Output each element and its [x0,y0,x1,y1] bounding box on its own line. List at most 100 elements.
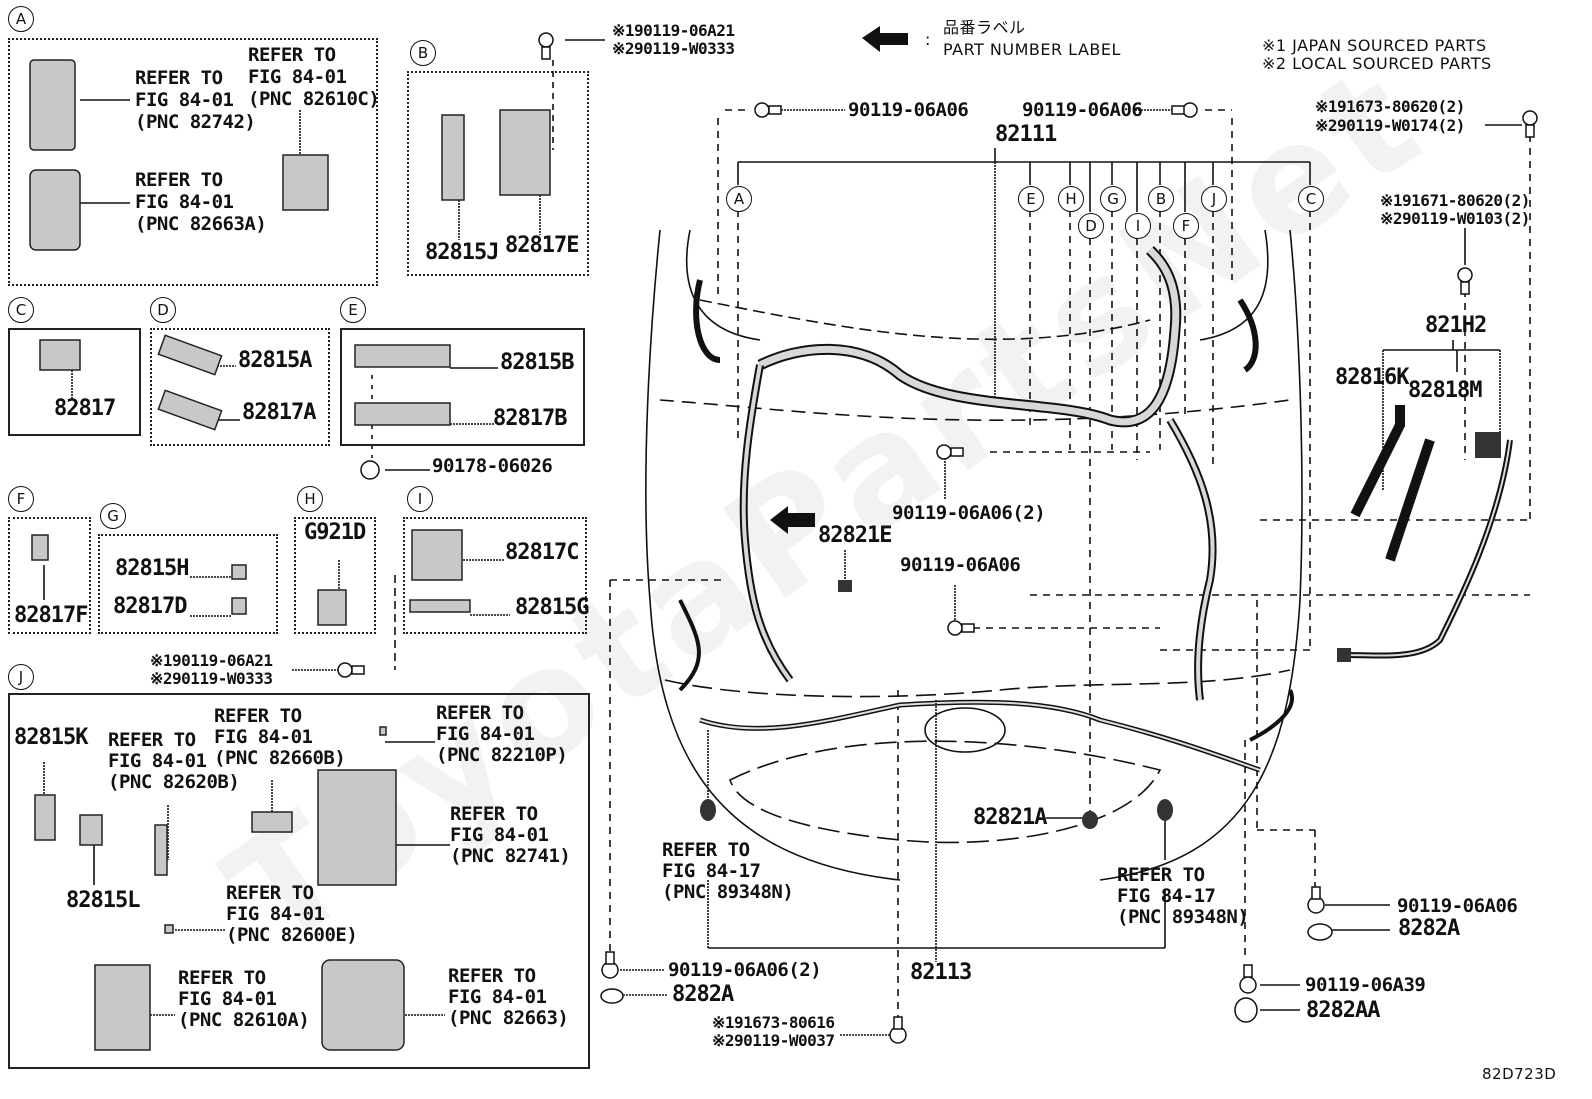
ref-a-1-line3: (PNC 82742) [135,111,256,133]
ref-a-3-line3: (PNC 82663A) [135,213,267,235]
inset-j [8,693,590,1069]
main-circle-e[interactable]: E [1018,186,1044,212]
ref-main-r-3: (PNC 89348N) [1117,906,1249,928]
bolt-b-j: ※190119-06A21 [612,21,735,40]
clip-90178-06026[interactable]: 90178-06026 [432,455,553,477]
part-82817e[interactable]: 82817E [505,233,579,258]
bolt-right-mid-l[interactable]: ※290119-W0103(2) [1380,209,1530,228]
bolt-top-mid[interactable]: 90119-06A06 [1022,99,1143,121]
fasteners [337,32,1538,1044]
bolt-bottom-left[interactable]: 90119-06A06(2) [668,959,822,981]
harness-82111[interactable]: 82111 [995,122,1057,147]
inset-c [8,328,141,436]
inset-letter-j: J [8,664,34,690]
bolt-bottom-right-1[interactable]: 90119-06A06 [1397,895,1518,917]
bolt-top-right-l[interactable]: ※290119-W0174(2) [1315,116,1465,135]
grommet-icon [1307,923,1333,941]
bolt-b-l: ※290119-W0333 [612,39,735,58]
bolt-center[interactable]: 90119-06A06 [900,554,1021,576]
part-82817b[interactable]: 82817B [493,406,567,431]
grommet-8282a-right[interactable]: 8282A [1398,916,1460,941]
ref-j-82741-1: REFER TO [450,803,538,825]
bolt-i-l: ※290119-W0333 [150,669,273,688]
main-circle-a[interactable]: A [726,186,752,212]
part-82818m[interactable]: 82818M [1408,378,1482,403]
bumper-outline [729,740,1162,844]
part-label-arrow-icon [862,26,908,52]
part-82815l[interactable]: 82815L [66,888,140,913]
body-outline [645,229,901,881]
bolt-top-left[interactable]: 90119-06A06 [848,99,969,121]
main-circle-d[interactable]: D [1078,213,1104,239]
ref-a-2-line2: FIG 84-01 [248,66,347,88]
main-circle-j[interactable]: J [1201,186,1227,212]
part-82815a[interactable]: 82815A [238,348,312,373]
part-label-arrow-icon [770,506,815,534]
emblem-outline [924,707,1006,753]
main-circle-h[interactable]: H [1058,186,1084,212]
bolt-right-mid-j[interactable]: ※191671-80620(2) [1380,191,1530,210]
part-82817[interactable]: 82817 [54,396,116,421]
ref-a-3-line2: FIG 84-01 [135,191,234,213]
part-82816k[interactable]: 82816K [1335,365,1409,390]
ref-j-82663-2: FIG 84-01 [448,986,547,1008]
ref-j-82610a-3: (PNC 82610A) [178,1009,310,1031]
part-82817f[interactable]: 82817F [14,603,88,628]
part-g921d[interactable]: G921D [304,520,366,545]
ref-a-3-line1: REFER TO [135,169,223,191]
ref-j-82660b-2: FIG 84-01 [214,726,313,748]
part-82815k[interactable]: 82815K [14,725,88,750]
main-circle-c[interactable]: C [1298,186,1324,212]
bolt-icon [936,444,952,460]
part-82815h[interactable]: 82815H [115,556,189,581]
figure-code: 82D723D [1482,1065,1557,1083]
body-outline [1099,229,1303,881]
part-82817a[interactable]: 82817A [242,400,316,425]
bolt-center-2[interactable]: 90119-06A06(2) [892,502,1046,524]
grommet-icon [1234,997,1258,1023]
bolt-bottom-right-2[interactable]: 90119-06A39 [1305,974,1426,996]
sub-harness-821h2[interactable]: 821H2 [1425,313,1487,338]
bolt-icon [1239,976,1257,994]
ref-a-2-line1: REFER TO [248,44,336,66]
harness-82113[interactable]: 82113 [910,960,972,985]
ref-j-82663-1: REFER TO [448,965,536,987]
ref-j-82600e-2: FIG 84-01 [226,903,325,925]
legend-label-jp: 品番ラベル [943,18,1026,37]
grommet-8282aa[interactable]: 8282AA [1306,998,1380,1023]
main-circle-g[interactable]: G [1100,186,1126,212]
main-circle-b[interactable]: B [1148,186,1174,212]
bolt-bottom-center-j[interactable]: ※191673-80616 [712,1013,835,1032]
part-82817c[interactable]: 82817C [505,540,579,565]
connectors [700,432,1501,829]
ref-j-82660b-3: (PNC 82660B) [214,747,346,769]
part-82815j[interactable]: 82815J [425,240,499,265]
ref-a-1-line2: FIG 84-01 [135,89,234,111]
part-82817d[interactable]: 82817D [113,594,187,619]
inset-letter-f: F [8,486,34,512]
circle-drops [737,162,1311,212]
part-82815g[interactable]: 82815G [515,595,589,620]
grommet-icon [600,988,624,1004]
bolt-bottom-center-l[interactable]: ※290119-W0037 [712,1031,835,1050]
sourcing-note-2: ※2 LOCAL SOURCED PARTS [1262,54,1492,73]
ref-j-82600e-1: REFER TO [226,882,314,904]
part-82815b[interactable]: 82815B [500,350,574,375]
inset-h [294,517,376,634]
bolt-icon [1182,102,1198,118]
inset-letter-d: D [150,297,176,323]
main-circle-f[interactable]: F [1173,213,1199,239]
clip-icon [360,460,380,480]
main-circle-i[interactable]: I [1125,213,1151,239]
inset-g [98,534,278,634]
ref-j-82210p-2: FIG 84-01 [436,723,535,745]
inset-b [407,71,589,276]
part-82821a[interactable]: 82821A [973,805,1047,830]
bolt-top-right-j[interactable]: ※191673-80620(2) [1315,97,1465,116]
ref-j-82610a-2: FIG 84-01 [178,988,277,1010]
inset-letter-a: A [8,6,34,32]
part-82821e[interactable]: 82821E [818,523,892,548]
ref-main-r-1: REFER TO [1117,864,1205,886]
grommet-8282a-left[interactable]: 8282A [672,982,734,1007]
